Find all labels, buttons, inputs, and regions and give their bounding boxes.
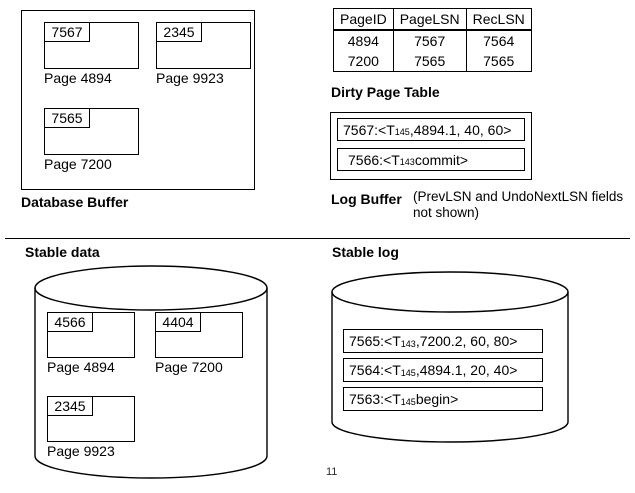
page-caption: Page 7200 xyxy=(44,156,112,172)
page-lsn-value: 4404 xyxy=(156,313,201,332)
column-header-pagelsn: PageLSN xyxy=(392,8,467,31)
table-row: 7200 7565 7565 xyxy=(333,51,532,72)
log-entry-txn-subscript: 143 xyxy=(399,157,415,167)
page-lsn-value: 4566 xyxy=(48,313,93,332)
log-entry-lsn: 7565: xyxy=(349,333,385,349)
page-lsn-value: 7567 xyxy=(45,23,90,42)
section-divider xyxy=(5,238,630,239)
log-entry-txn-subscript: 143 xyxy=(400,338,416,349)
log-entry-post: ,7200.2, 60, 80> xyxy=(415,333,518,349)
stable-page-4894: 4566 Page 4894 xyxy=(47,312,135,376)
page-box: 7565 xyxy=(44,108,139,155)
log-buffer-frame xyxy=(330,112,532,180)
page-caption: Page 4894 xyxy=(44,70,112,86)
dirty-page-table: PageID PageLSN RecLSN 4894 7567 7564 720… xyxy=(333,8,532,72)
log-entry-post: ,4894.1, 20, 40> xyxy=(415,362,518,378)
log-entry-txn-subscript: 145 xyxy=(400,367,416,378)
page-caption: Page 9923 xyxy=(47,443,115,459)
database-buffer-label: Database Buffer xyxy=(21,194,129,210)
log-entry-txn-subscript: 145 xyxy=(394,127,410,137)
page-box: 4566 xyxy=(47,312,135,358)
cell-pagelsn: 7565 xyxy=(392,51,467,72)
log-entry-lsn: 7566: xyxy=(348,151,384,168)
buffer-page-9923: 2345 Page 9923 xyxy=(156,22,251,87)
page-lsn-value: 2345 xyxy=(157,23,202,42)
log-buffer-note: (PrevLSN and UndoNextLSN fields not show… xyxy=(413,189,624,220)
cell-pageid: 7200 xyxy=(333,51,394,72)
column-header-reclsn: RecLSN xyxy=(465,8,532,31)
cell-reclsn: 7565 xyxy=(465,51,532,72)
cell-pageid: 4894 xyxy=(333,29,394,51)
buffer-page-7200: 7565 Page 7200 xyxy=(44,108,139,173)
page-lsn-value: 2345 xyxy=(48,397,93,416)
log-entry-post: commit> xyxy=(414,151,469,168)
stable-data-cylinder xyxy=(33,264,269,480)
log-entry-pre: <T xyxy=(384,362,401,378)
log-entry-post: ,4894.1, 40, 60> xyxy=(409,121,512,138)
cylinder-shape xyxy=(331,271,569,443)
log-entry-pre: <T xyxy=(378,121,395,138)
page-caption: Page 9923 xyxy=(156,70,224,86)
buffer-page-4894: 7567 Page 4894 xyxy=(44,22,139,87)
log-entry-pre: <T xyxy=(383,151,400,168)
log-entry-lsn: 7564: xyxy=(349,362,385,378)
log-entry-txn-subscript: 145 xyxy=(400,396,416,407)
log-entry-pre: <T xyxy=(384,333,401,349)
log-entry-post: begin> xyxy=(415,391,459,407)
log-buffer-label: Log Buffer xyxy=(331,191,402,207)
page-caption: Page 4894 xyxy=(47,359,115,375)
cell-pagelsn: 7567 xyxy=(392,29,467,51)
stable-log-cylinder xyxy=(330,270,570,450)
stable-data-label: Stable data xyxy=(25,244,100,260)
table-header-row: PageID PageLSN RecLSN xyxy=(333,8,532,31)
log-entry-lsn: 7563: xyxy=(349,391,385,407)
page-box: 7567 xyxy=(44,22,139,69)
log-entry-lsn: 7567: xyxy=(343,121,379,138)
stable-page-7200: 4404 Page 7200 xyxy=(155,312,243,376)
dirty-page-table-label: Dirty Page Table xyxy=(331,84,440,100)
log-entry-pre: <T xyxy=(384,391,401,407)
stable-page-9923: 2345 Page 9923 xyxy=(47,396,135,460)
slide-number: 11 xyxy=(326,466,338,478)
page-caption: Page 7200 xyxy=(155,359,223,375)
table-row: 4894 7567 7564 xyxy=(333,29,532,51)
cell-reclsn: 7564 xyxy=(465,29,532,51)
page-lsn-value: 7565 xyxy=(45,109,90,128)
page-box: 2345 xyxy=(47,396,135,442)
stable-log-label: Stable log xyxy=(332,244,399,260)
cylinder-shape xyxy=(34,265,268,479)
page-box: 2345 xyxy=(156,22,251,69)
column-header-pageid: PageID xyxy=(333,8,394,31)
page-box: 4404 xyxy=(155,312,243,358)
database-buffer-frame xyxy=(21,10,255,190)
